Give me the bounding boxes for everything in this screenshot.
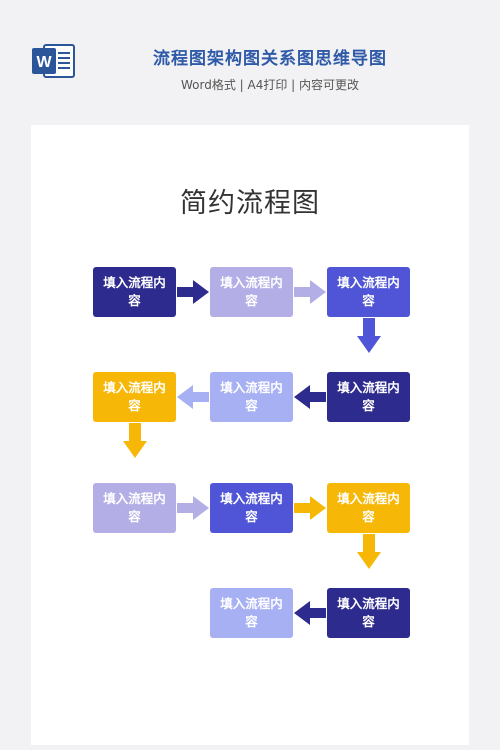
flow-step-8[interactable]: 填入流程内容 xyxy=(210,483,293,533)
flow-arrows xyxy=(123,280,381,625)
flow-step-7[interactable]: 填入流程内容 xyxy=(93,483,176,533)
arrow-right-icon xyxy=(177,280,209,304)
arrow-left-icon xyxy=(177,385,209,409)
document-page: 简约流程图 填入流程内容 填入流程内容 填入流程内容 填入流程内容 填入流程内容… xyxy=(31,125,469,745)
word-logo-letter: W xyxy=(36,54,52,71)
page-title: 流程图架构图关系图思维导图 xyxy=(153,49,387,69)
arrow-right-icon xyxy=(294,496,326,520)
arrow-down-icon xyxy=(123,423,147,458)
arrow-right-icon xyxy=(177,496,209,520)
flow-step-4[interactable]: 填入流程内容 xyxy=(93,372,176,422)
arrow-left-icon xyxy=(294,601,326,625)
word-icon: W xyxy=(32,44,75,78)
arrow-left-icon xyxy=(294,385,326,409)
arrow-down-icon xyxy=(357,318,381,353)
page-subtitle: Word格式 | A4打印 | 内容可更改 xyxy=(180,78,360,92)
flow-step-2[interactable]: 填入流程内容 xyxy=(210,267,293,317)
flow-step-9[interactable]: 填入流程内容 xyxy=(327,483,410,533)
flow-step-1[interactable]: 填入流程内容 xyxy=(93,267,176,317)
flow-step-10[interactable]: 填入流程内容 xyxy=(210,588,293,638)
flow-step-3[interactable]: 填入流程内容 xyxy=(327,267,410,317)
arrow-down-icon xyxy=(357,534,381,569)
header: W 流程图架构图关系图思维导图 Word格式 | A4打印 | 内容可更改 xyxy=(0,0,500,110)
flow-step-11[interactable]: 填入流程内容 xyxy=(327,588,410,638)
arrow-right-icon xyxy=(294,280,326,304)
flow-step-6[interactable]: 填入流程内容 xyxy=(327,372,410,422)
document-title: 简约流程图 xyxy=(180,188,320,219)
flow-step-5[interactable]: 填入流程内容 xyxy=(210,372,293,422)
